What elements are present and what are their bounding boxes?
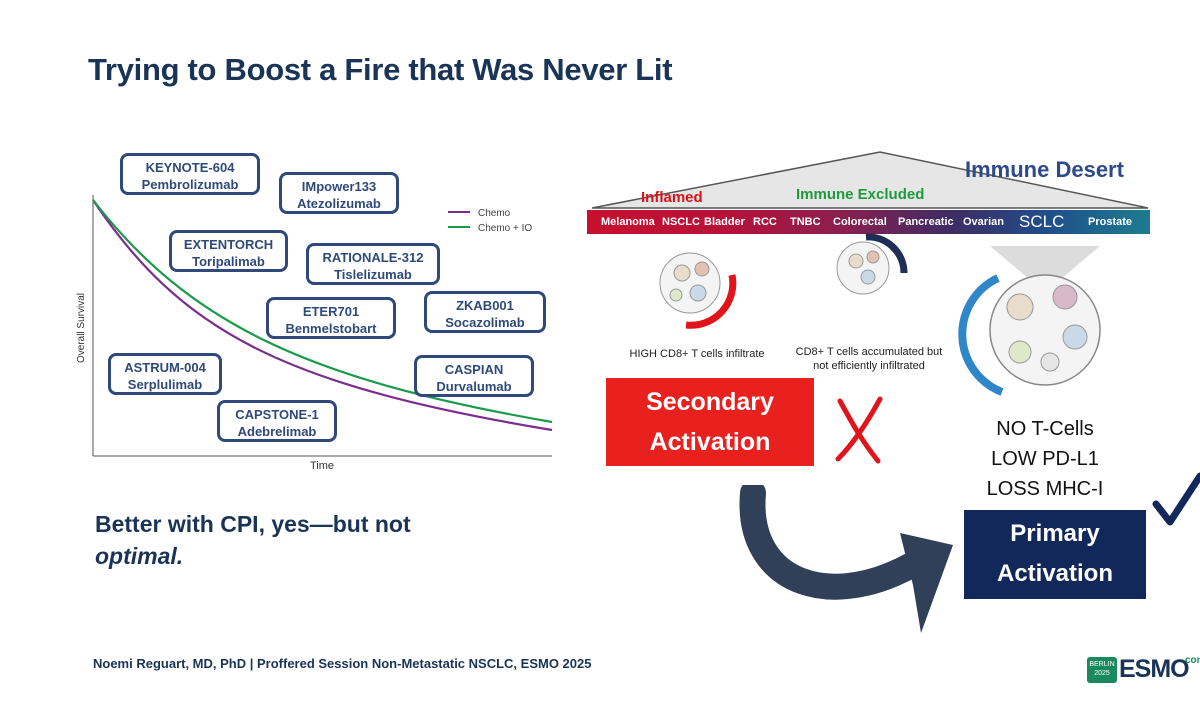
logo-city: BERLIN [1089,661,1115,668]
x-axis-label: Time [310,460,334,472]
label-immune-excluded: Immune Excluded [796,186,925,203]
drug-name: Socazolimab [445,315,525,330]
conclusion-line-1: Better with CPI, yes—but not [95,511,411,537]
trial-box-zkab001: ZKAB001 Socazolimab [424,291,546,333]
trial-box-eter701: ETER701 Benmelstobart [266,297,396,339]
spectrum-pancreatic: Pancreatic [898,216,954,228]
excluded-description-line-2: not efficiently infiltrated [813,360,925,372]
inflamed-description: HIGH CD8+ T cells infiltrate [629,348,765,360]
drug-name: Serplulimab [127,377,203,392]
spectrum-roof [591,151,1149,209]
label-immune-desert: Immune Desert [965,157,1124,182]
spectrum-rcc: RCC [753,216,777,228]
trial-name: ASTRUM-004 [124,360,206,375]
drug-name: Pembrolizumab [141,177,239,192]
tumor-spectrum-bar: Melanoma NSCLC Bladder RCC TNBC Colorect… [587,210,1150,234]
primary-activation-box: Primary Activation [964,510,1146,599]
desert-tumor-illustration [958,246,1101,396]
spectrum-melanoma: Melanoma [601,216,655,228]
logo-suffix: con [1185,655,1200,666]
trial-name: CAPSTONE-1 [235,407,319,422]
spectrum-tnbc: TNBC [790,216,821,228]
primary-line-1: Primary [1010,520,1100,547]
trial-box-astrum-004: ASTRUM-004 Serplulimab [108,353,222,395]
drug-name: Atezolizumab [297,196,381,211]
trial-name: KEYNOTE-604 [145,160,235,175]
primary-line-2: Activation [996,560,1113,587]
cross-icon [835,396,883,464]
check-icon [1152,472,1200,526]
trial-box-caspian: CASPIAN Durvalumab [414,355,534,397]
feature-loss-mhc-i: LOSS MHC-I [986,478,1104,500]
label-inflamed: Inflamed [641,189,703,206]
trial-box-rationale-312: RATIONALE-312 Tislelizumab [306,243,440,285]
excluded-tumor-illustration [836,233,908,295]
legend-chemo-io-label: Chemo + IO [478,223,532,234]
trial-box-keynote-604: KEYNOTE-604 Pembrolizumab [120,153,260,195]
conclusion-line-2: optimal. [95,543,184,569]
footer-citation: Noemi Reguart, MD, PhD | Proffered Sessi… [93,656,592,671]
trial-name: IMpower133 [301,179,377,194]
drug-name: Benmelstobart [285,321,377,336]
trial-box-impower133: IMpower133 Atezolizumab [279,172,399,214]
survival-chart: Chemo Chemo + IO Time Overall Survival [76,195,553,472]
secondary-line-1: Secondary [646,388,774,416]
excluded-description: CD8+ T cells accumulated but not efficie… [784,345,954,373]
trial-name: EXTENTORCH [183,237,274,252]
trial-name: RATIONALE-312 [322,250,424,265]
y-axis-label: Overall Survival [76,293,87,363]
spectrum-nsclc: NSCLC [662,216,700,228]
spectrum-bladder: Bladder [704,216,745,228]
drug-name: Durvalumab [436,379,512,394]
series-chemo-curve [92,199,553,432]
feature-low-pd-l1: LOW PD-L1 [991,448,1099,470]
logo-year: 2025 [1094,670,1110,677]
drug-name: Tislelizumab [334,267,412,282]
esmo-logo: BERLIN 2025 ESMO con [1087,655,1200,685]
secondary-activation-box: Secondary Activation [606,378,814,466]
trial-box-extentorch: EXTENTORCH Toripalimab [169,230,288,272]
feature-no-t-cells: NO T-Cells [996,418,1094,440]
drug-name: Toripalimab [192,254,265,269]
spectrum-prostate: Prostate [1088,216,1133,228]
spectrum-colorectal: Colorectal [833,216,887,228]
trial-box-capstone-1: CAPSTONE-1 Adebrelimab [217,400,337,442]
excluded-description-line-1: CD8+ T cells accumulated but [795,346,943,358]
spectrum-sclc: SCLC [1019,212,1065,231]
logo-badge: BERLIN 2025 [1087,657,1117,683]
desert-features-list: NO T-Cells LOW PD-L1 LOSS MHC-I [970,414,1120,504]
inflamed-tumor-illustration [659,252,737,329]
spectrum-ovarian: Ovarian [963,216,1004,228]
series-chemo-io-curve [92,199,553,424]
secondary-line-2: Activation [649,428,771,456]
trial-name: ETER701 [302,304,360,319]
legend-chemo-label: Chemo [478,208,511,219]
conclusion-text: Better with CPI, yes—but not optimal. [95,508,411,572]
trial-name: ZKAB001 [456,298,514,313]
curved-arrow-icon [739,485,953,633]
slide-title: Trying to Boost a Fire that Was Never Li… [88,52,673,87]
logo-brand: ESMO [1119,655,1190,683]
drug-name: Adebrelimab [237,424,317,439]
trial-name: CASPIAN [444,362,504,377]
